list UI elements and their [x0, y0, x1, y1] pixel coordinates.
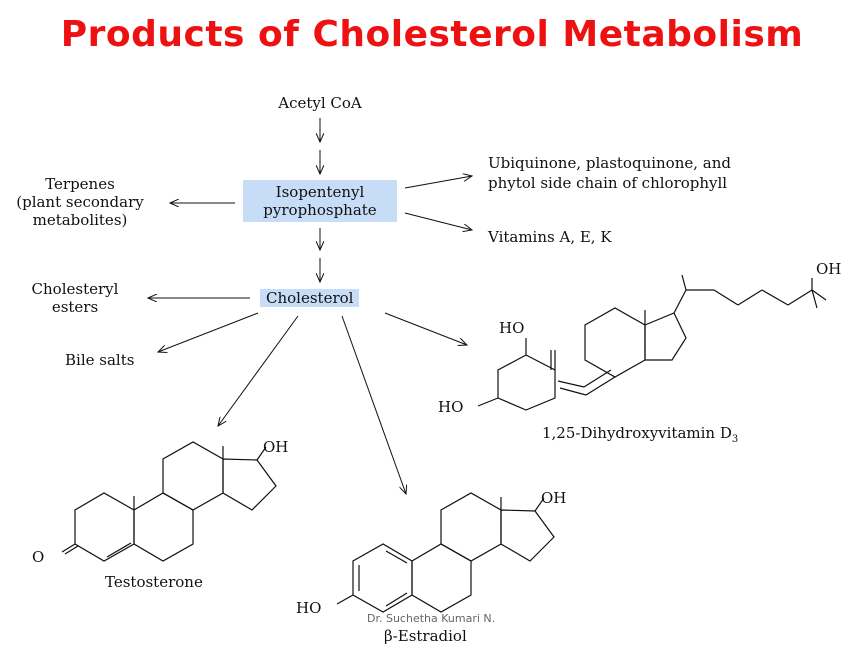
node-testosterone: Testosterone: [105, 573, 203, 591]
vitamin-d3-name: 1,25-Dihydroxyvitamin D: [542, 424, 732, 442]
node-isopentenyl-line1: Isopentenyl: [275, 183, 365, 201]
node-vitamins-aek: Vitamins A, E, K: [488, 228, 612, 246]
flow-arrows: [148, 118, 472, 494]
arrow-to-bile-salts: [158, 312, 259, 352]
node-terpenes-line3: metabolites): [32, 211, 128, 229]
estradiol-name: -Estradiol: [392, 627, 467, 645]
vitamin-d3-ho-bottom-label: HO: [438, 398, 463, 416]
node-ubiquinone-line2: phytol side chain of chlorophyll: [488, 174, 728, 192]
estradiol-beta: β: [384, 627, 393, 645]
node-isopentenyl-line2: pyrophosphate: [263, 201, 377, 219]
node-isopentenyl-box: [243, 180, 397, 222]
testosterone-o-label: O: [32, 548, 44, 566]
arrow-to-testosterone: [218, 315, 299, 426]
testosterone-structure: [61, 441, 277, 562]
arrow-to-vitamins: [404, 212, 472, 230]
arrow-to-estradiol: [341, 315, 406, 494]
arrow-to-vitamin-d3: [384, 312, 467, 345]
node-acetyl-coa: Acetyl CoA: [278, 94, 362, 112]
node-cholesteryl-line2: esters: [51, 298, 99, 316]
node-terpenes-line1: Terpenes: [45, 175, 115, 193]
node-cholesteryl-line1: Cholesteryl: [31, 280, 119, 298]
author-credit: Dr. Suchetha Kumari N.: [367, 612, 496, 625]
testosterone-oh-label: OH: [263, 438, 288, 456]
vitamin-d3-ho-top-label: HO: [499, 319, 524, 337]
arrow-to-ubiquinone: [404, 176, 472, 189]
node-ubiquinone-line1: Ubiquinone, plastoquinone, and: [488, 154, 731, 172]
vitamin-d3-subscript: 3: [731, 434, 739, 445]
node-vitamin-d3: 1,25-Dihydroxyvitamin D3: [542, 424, 738, 449]
node-cholesterol: Cholesterol: [260, 289, 360, 307]
slide-title: Products of Cholesterol Metabolism: [60, 14, 804, 55]
vitamin-d3-structure: [477, 274, 827, 411]
node-estradiol: β-Estradiol: [384, 627, 467, 645]
vitamin-d3-oh-label: OH: [816, 260, 841, 278]
node-terpenes-line2: (plant secondary: [16, 193, 144, 211]
estradiol-oh-label: OH: [541, 489, 566, 507]
estradiol-ho-label: HO: [296, 599, 321, 617]
estradiol-structure: [336, 492, 555, 613]
node-bile-salts: Bile salts: [65, 351, 135, 369]
